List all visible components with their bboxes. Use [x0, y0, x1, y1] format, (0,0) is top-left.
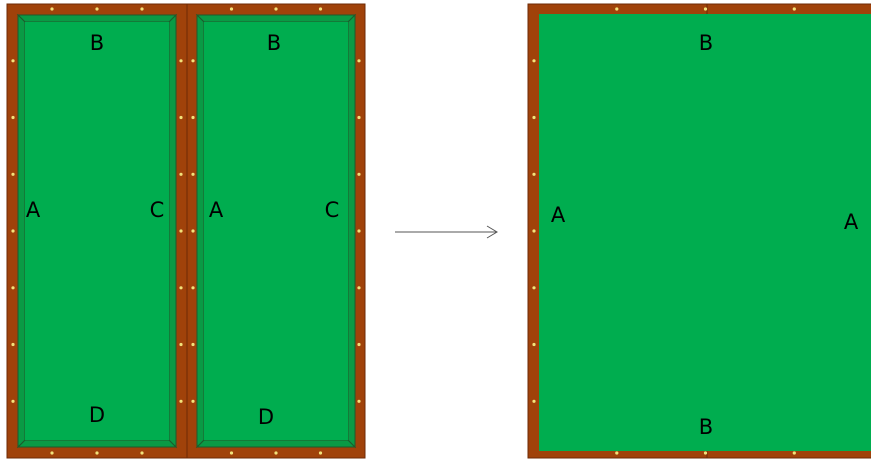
sight-marker	[793, 451, 796, 454]
sight-marker	[532, 343, 535, 346]
sight-marker	[179, 343, 182, 346]
combined-table: B A A B	[528, 4, 871, 458]
sight-marker	[179, 229, 182, 232]
sight-marker	[50, 451, 53, 454]
cushion-bottom	[197, 440, 355, 447]
sight-marker	[11, 229, 14, 232]
sight-marker	[191, 286, 194, 289]
label-right: C	[325, 198, 340, 222]
label-left: A	[209, 198, 224, 222]
sight-marker	[140, 451, 143, 454]
sight-marker	[230, 7, 233, 10]
sight-marker	[704, 7, 707, 10]
sight-marker	[11, 400, 14, 403]
table-felt	[204, 22, 348, 440]
sight-marker	[532, 116, 535, 119]
label-left: A	[551, 203, 566, 227]
sight-marker	[230, 451, 233, 454]
label-right: C	[150, 198, 165, 222]
sight-marker	[95, 7, 98, 10]
sight-marker	[50, 7, 53, 10]
sight-marker	[704, 451, 707, 454]
sight-marker	[179, 286, 182, 289]
sight-marker	[274, 7, 277, 10]
table-felt	[25, 22, 169, 440]
left-table-1: B A C D	[7, 4, 187, 458]
cushion-bottom	[18, 440, 176, 447]
sight-marker	[357, 343, 360, 346]
sight-marker	[11, 286, 14, 289]
sight-marker	[532, 229, 535, 232]
label-bottom: B	[699, 415, 713, 439]
cushion-right	[348, 15, 355, 447]
sight-marker	[11, 59, 14, 62]
sight-marker	[357, 229, 360, 232]
sight-marker	[357, 116, 360, 119]
cushion-left	[18, 15, 25, 447]
cushion-left	[197, 15, 204, 447]
right-arrow-icon	[395, 226, 497, 238]
sight-marker	[179, 173, 182, 176]
sight-marker	[532, 400, 535, 403]
label-bottom: D	[258, 405, 274, 429]
sight-marker	[357, 400, 360, 403]
label-top: B	[267, 31, 281, 55]
label-top: B	[699, 31, 713, 55]
sight-marker	[11, 173, 14, 176]
sight-marker	[179, 400, 182, 403]
sight-marker	[179, 116, 182, 119]
sight-marker	[191, 229, 194, 232]
sight-marker	[274, 451, 277, 454]
table-felt	[539, 14, 871, 451]
cushion-right	[169, 15, 176, 447]
cushion-top	[18, 15, 176, 22]
sight-marker	[191, 59, 194, 62]
cushion-top	[197, 15, 355, 22]
sight-marker	[532, 286, 535, 289]
sight-marker	[319, 7, 322, 10]
sight-marker	[11, 343, 14, 346]
sight-marker	[615, 7, 618, 10]
sight-marker	[532, 59, 535, 62]
label-bottom: D	[89, 403, 105, 427]
sight-marker	[357, 286, 360, 289]
sight-marker	[319, 451, 322, 454]
sight-marker	[11, 116, 14, 119]
sight-marker	[191, 173, 194, 176]
sight-marker	[357, 173, 360, 176]
sight-marker	[179, 59, 182, 62]
sight-marker	[357, 59, 360, 62]
left-table-2: B A C D	[187, 4, 365, 458]
sight-marker	[532, 173, 535, 176]
label-left: A	[26, 198, 41, 222]
sight-marker	[793, 7, 796, 10]
sight-marker	[615, 451, 618, 454]
sight-marker	[95, 451, 98, 454]
sight-marker	[191, 116, 194, 119]
sight-marker	[191, 400, 194, 403]
label-top: B	[90, 31, 104, 55]
label-right: A	[844, 210, 859, 234]
sight-marker	[140, 7, 143, 10]
sight-marker	[191, 343, 194, 346]
